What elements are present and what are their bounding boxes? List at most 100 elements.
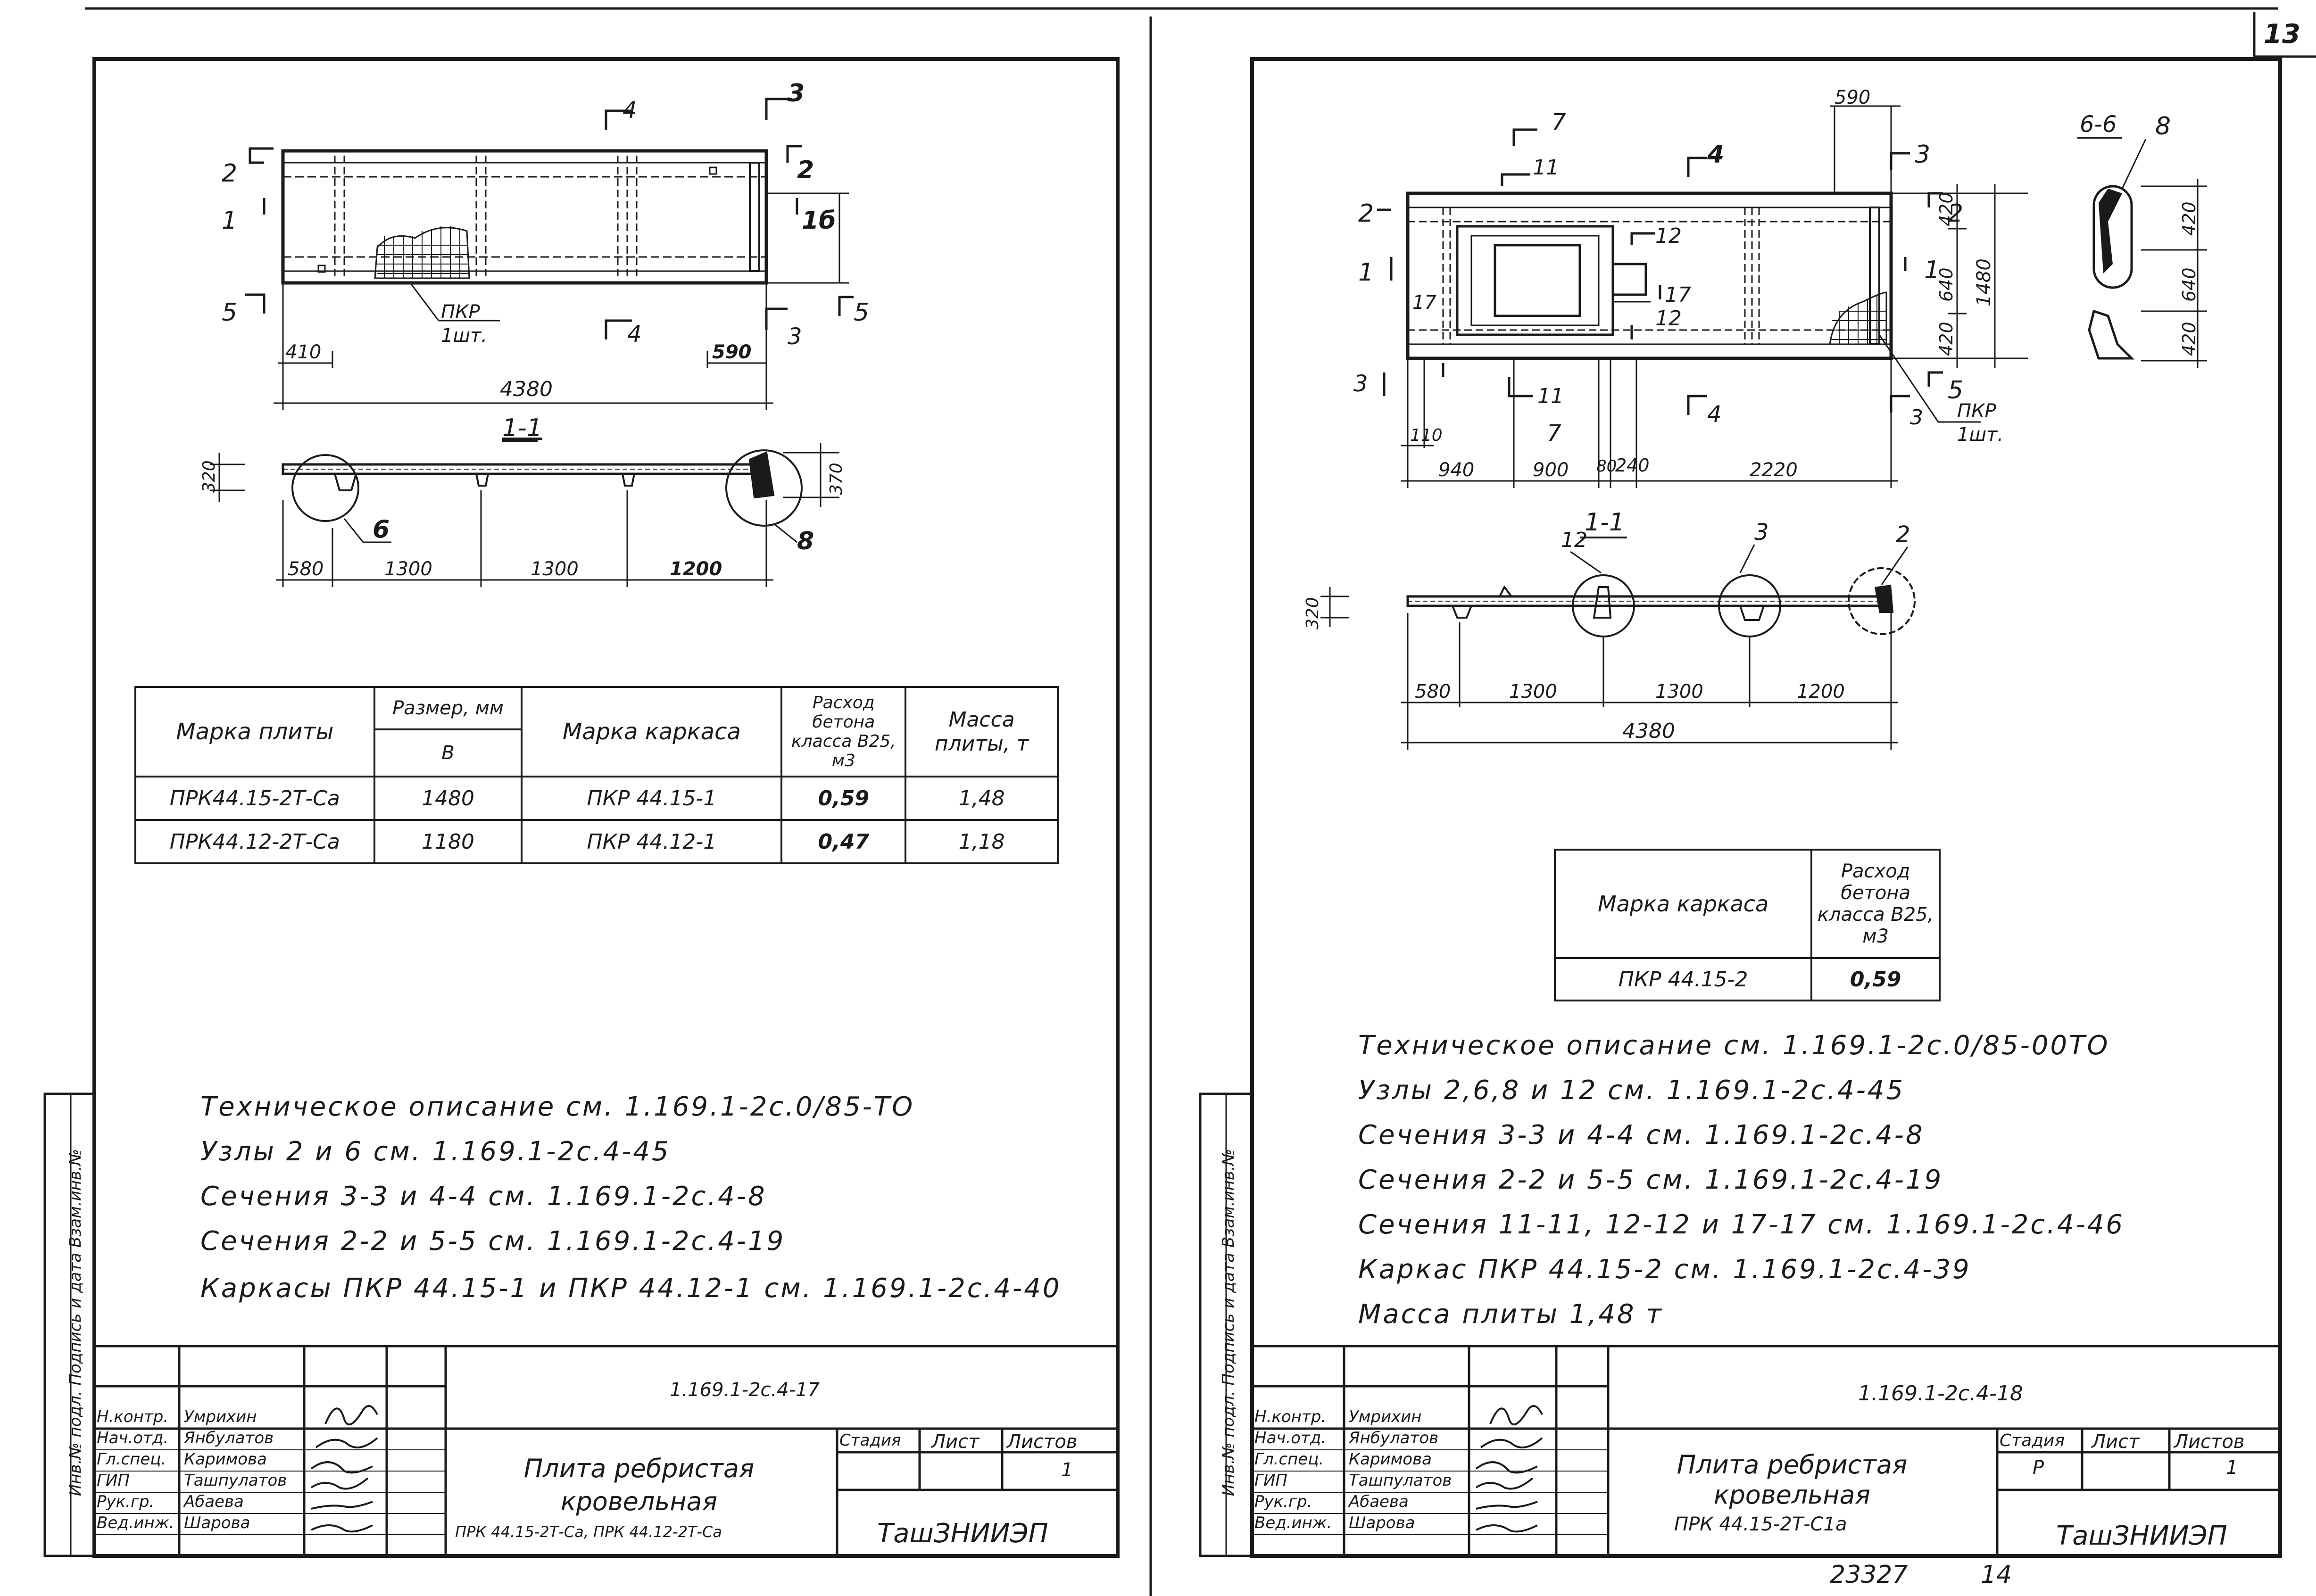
page-number: 13 (2264, 19, 2300, 50)
left-th-concrete: Расход бетона класса B25, м3 (780, 686, 907, 777)
right-mark-5-right: 5 (1948, 376, 1963, 405)
right-note-6: Каркас ПКР 44.15-2 см. 1.169.1-2с.4-39 (1358, 1254, 1971, 1285)
right-cell-frame: ПКР 44.15-2 (1553, 957, 1813, 1001)
left-mark-right-5: 5 (854, 298, 869, 327)
right-spec-table: Марка каркаса Расход бетона класса B25, … (1553, 849, 1941, 1001)
right-mark-2-right: 2 (1948, 199, 1963, 228)
right-mark-7-bot: 7 (1547, 420, 1561, 447)
right-stamp-role-2: Нач.отд. (1254, 1429, 1327, 1447)
left-dim-370: 370 (827, 463, 846, 495)
right-stamp-name-3: Каримова (1349, 1450, 1432, 1469)
left-note-2: Узлы 2 и 6 см. 1.169.1-2с.4-45 (200, 1136, 671, 1167)
right-note-2: Узлы 2,6,8 и 12 см. 1.169.1-2с.4-45 (1358, 1075, 1905, 1106)
left-th-plate: Марка плиты (134, 686, 375, 777)
right-section66-drawing: 6-6 8 420 640 420 (2077, 111, 2207, 368)
left-cell-b-1: 1480 (373, 776, 523, 821)
left-callout-l2: 1шт. (441, 325, 487, 347)
right-stamp-name-2: Янбулатов (1349, 1429, 1439, 1447)
right-dim-h-900: 900 (1533, 459, 1569, 481)
right-dim-h-2220: 2220 (1750, 459, 1798, 481)
left-section-title: 1-1 (502, 414, 542, 442)
left-stamp-title: Плита ребристая кровельная (523, 1454, 755, 1516)
right-stamp-subtitle: ПРК 44.15-2Т-С1а (1674, 1513, 1847, 1535)
left-cell-concrete-2: 0,47 (780, 819, 907, 864)
right-stamp-role-1: Н.контр. (1254, 1407, 1327, 1426)
left-cell-frame-2: ПКР 44.12-1 (521, 819, 783, 864)
right-stamp-role-3: Гл.спец. (1254, 1450, 1324, 1469)
right-note-5: Сечения 11-11, 12-12 и 17-17 см. 1.169.1… (1358, 1209, 2125, 1240)
left-stamp-role-4: ГИП (97, 1471, 130, 1490)
left-dim-590: 590 (712, 341, 752, 363)
right-sec-dim-3: 1300 (1655, 681, 1703, 703)
right-stamp-role-6: Вед.инж. (1254, 1513, 1332, 1532)
left-mark-1: 1 (222, 207, 237, 235)
right-note-1: Техническое описание см. 1.169.1-2с.0/85… (1358, 1030, 2110, 1061)
left-stamp-lines (94, 1345, 1118, 1556)
right-stamp-role-5: Рук.гр. (1254, 1492, 1312, 1511)
left-mark-right-1b: 1б (802, 207, 836, 235)
left-stamp-code: 1.169.1-2с.4-17 (670, 1379, 820, 1401)
right-mark-3-bot: 3 (1910, 405, 1923, 430)
left-th-mass: Масса плиты, т (905, 686, 1059, 777)
right-mark-12-top: 12 (1655, 224, 1682, 248)
right-mark-12-bot: 12 (1655, 306, 1682, 331)
right-mark-1-right: 1 (1924, 256, 1940, 284)
right-sec-dim-1: 580 (1415, 681, 1451, 703)
right-sec-dim-2: 1300 (1509, 681, 1557, 703)
left-stamp-role-5: Рук.гр. (97, 1492, 155, 1511)
right-sec66-title: 6-6 (2080, 111, 2117, 138)
right-dim-h-940: 940 (1438, 459, 1474, 481)
left-dim-320: 320 (199, 460, 219, 493)
right-dim-v-420a: 420 (1936, 192, 1957, 226)
right-mark-2-left: 2 (1358, 199, 1374, 228)
left-th-size-b: B (373, 728, 523, 777)
right-mark-4-bot: 4 (1707, 401, 1722, 428)
left-callout-l1: ПКР (441, 301, 480, 323)
right-section-title: 1-1 (1585, 508, 1625, 537)
right-sec-dim-4380: 4380 (1622, 719, 1675, 743)
left-note-1: Техническое описание см. 1.169.1-2с.0/85… (200, 1092, 915, 1122)
right-sec66-mark: 8 (2155, 112, 2171, 141)
table-row: ПРК44.15-2Т-Са 1480 ПКР 44.15-1 0,59 1,4… (134, 776, 1059, 821)
left-stamp-h-sheets: Листов (1007, 1431, 1078, 1453)
left-sec-dim-3: 1300 (531, 558, 579, 580)
right-dim-v-420b: 420 (1936, 322, 1957, 356)
right-stamp-sheets: 1 (2226, 1457, 2238, 1479)
right-stamp-name-1: Умрихин (1349, 1407, 1422, 1426)
left-sec-dim-4: 1200 (670, 558, 722, 580)
left-note-5: Каркасы ПКР 44.15-1 и ПКР 44.12-1 см. 1.… (200, 1273, 1062, 1304)
right-mark-17-mid: 17 (1665, 283, 1691, 307)
right-plan-drawing: 7 11 4 3 2 1 17 12 17 12 2 1 5 3 11 7 4 … (1353, 87, 2028, 488)
left-mark-bottom-4: 4 (627, 321, 642, 347)
right-stamp-name-5: Абаева (1349, 1492, 1409, 1511)
left-cell-plate-1: ПРК44.15-2Т-Са (134, 776, 375, 821)
right-dim-590: 590 (1835, 87, 1870, 108)
right-stamp-h-sheet: Лист (2092, 1431, 2140, 1453)
left-stamp-name-4: Ташпулатов (184, 1471, 287, 1490)
right-stamp-name-4: Ташпулатов (1349, 1471, 1452, 1490)
left-mark-2: 2 (222, 159, 237, 188)
right-stamp-h-sheets: Листов (2174, 1431, 2245, 1453)
right-dim-1480: 1480 (1973, 258, 1995, 306)
right-note-3: Сечения 3-3 и 4-4 см. 1.169.1-2с.4-8 (1358, 1120, 1925, 1150)
left-cell-concrete-1: 0,59 (780, 776, 907, 821)
left-th-frame: Марка каркаса (521, 686, 783, 777)
left-sec-dim-1: 580 (288, 558, 324, 580)
right-node-2: 2 (1896, 521, 1910, 548)
right-mark-3-left: 3 (1353, 371, 1368, 397)
right-stamp-role-4: ГИП (1254, 1471, 1287, 1490)
right-mark-4-top: 4 (1707, 141, 1724, 169)
left-dim-410: 410 (285, 341, 321, 363)
left-stamp-sheets: 1 (1061, 1459, 1073, 1481)
right-dim-v-640: 640 (1936, 267, 1957, 302)
right-sec66-dim-1: 420 (2179, 201, 2200, 236)
right-stamp-name-6: Шарова (1349, 1513, 1415, 1532)
left-section-drawing: 1-1 6 8 320 370 580 1300 1300 1200 (199, 414, 846, 587)
left-cell-mass-1: 1,48 (905, 776, 1059, 821)
left-note-3: Сечения 3-3 и 4-4 см. 1.169.1-2с.4-8 (200, 1181, 767, 1212)
left-stamp-role-2: Нач.отд. (97, 1429, 169, 1447)
right-callout-l2: 1шт. (1957, 424, 2003, 446)
left-node-8: 8 (797, 527, 814, 555)
right-dim-h-240: 240 (1615, 455, 1650, 476)
